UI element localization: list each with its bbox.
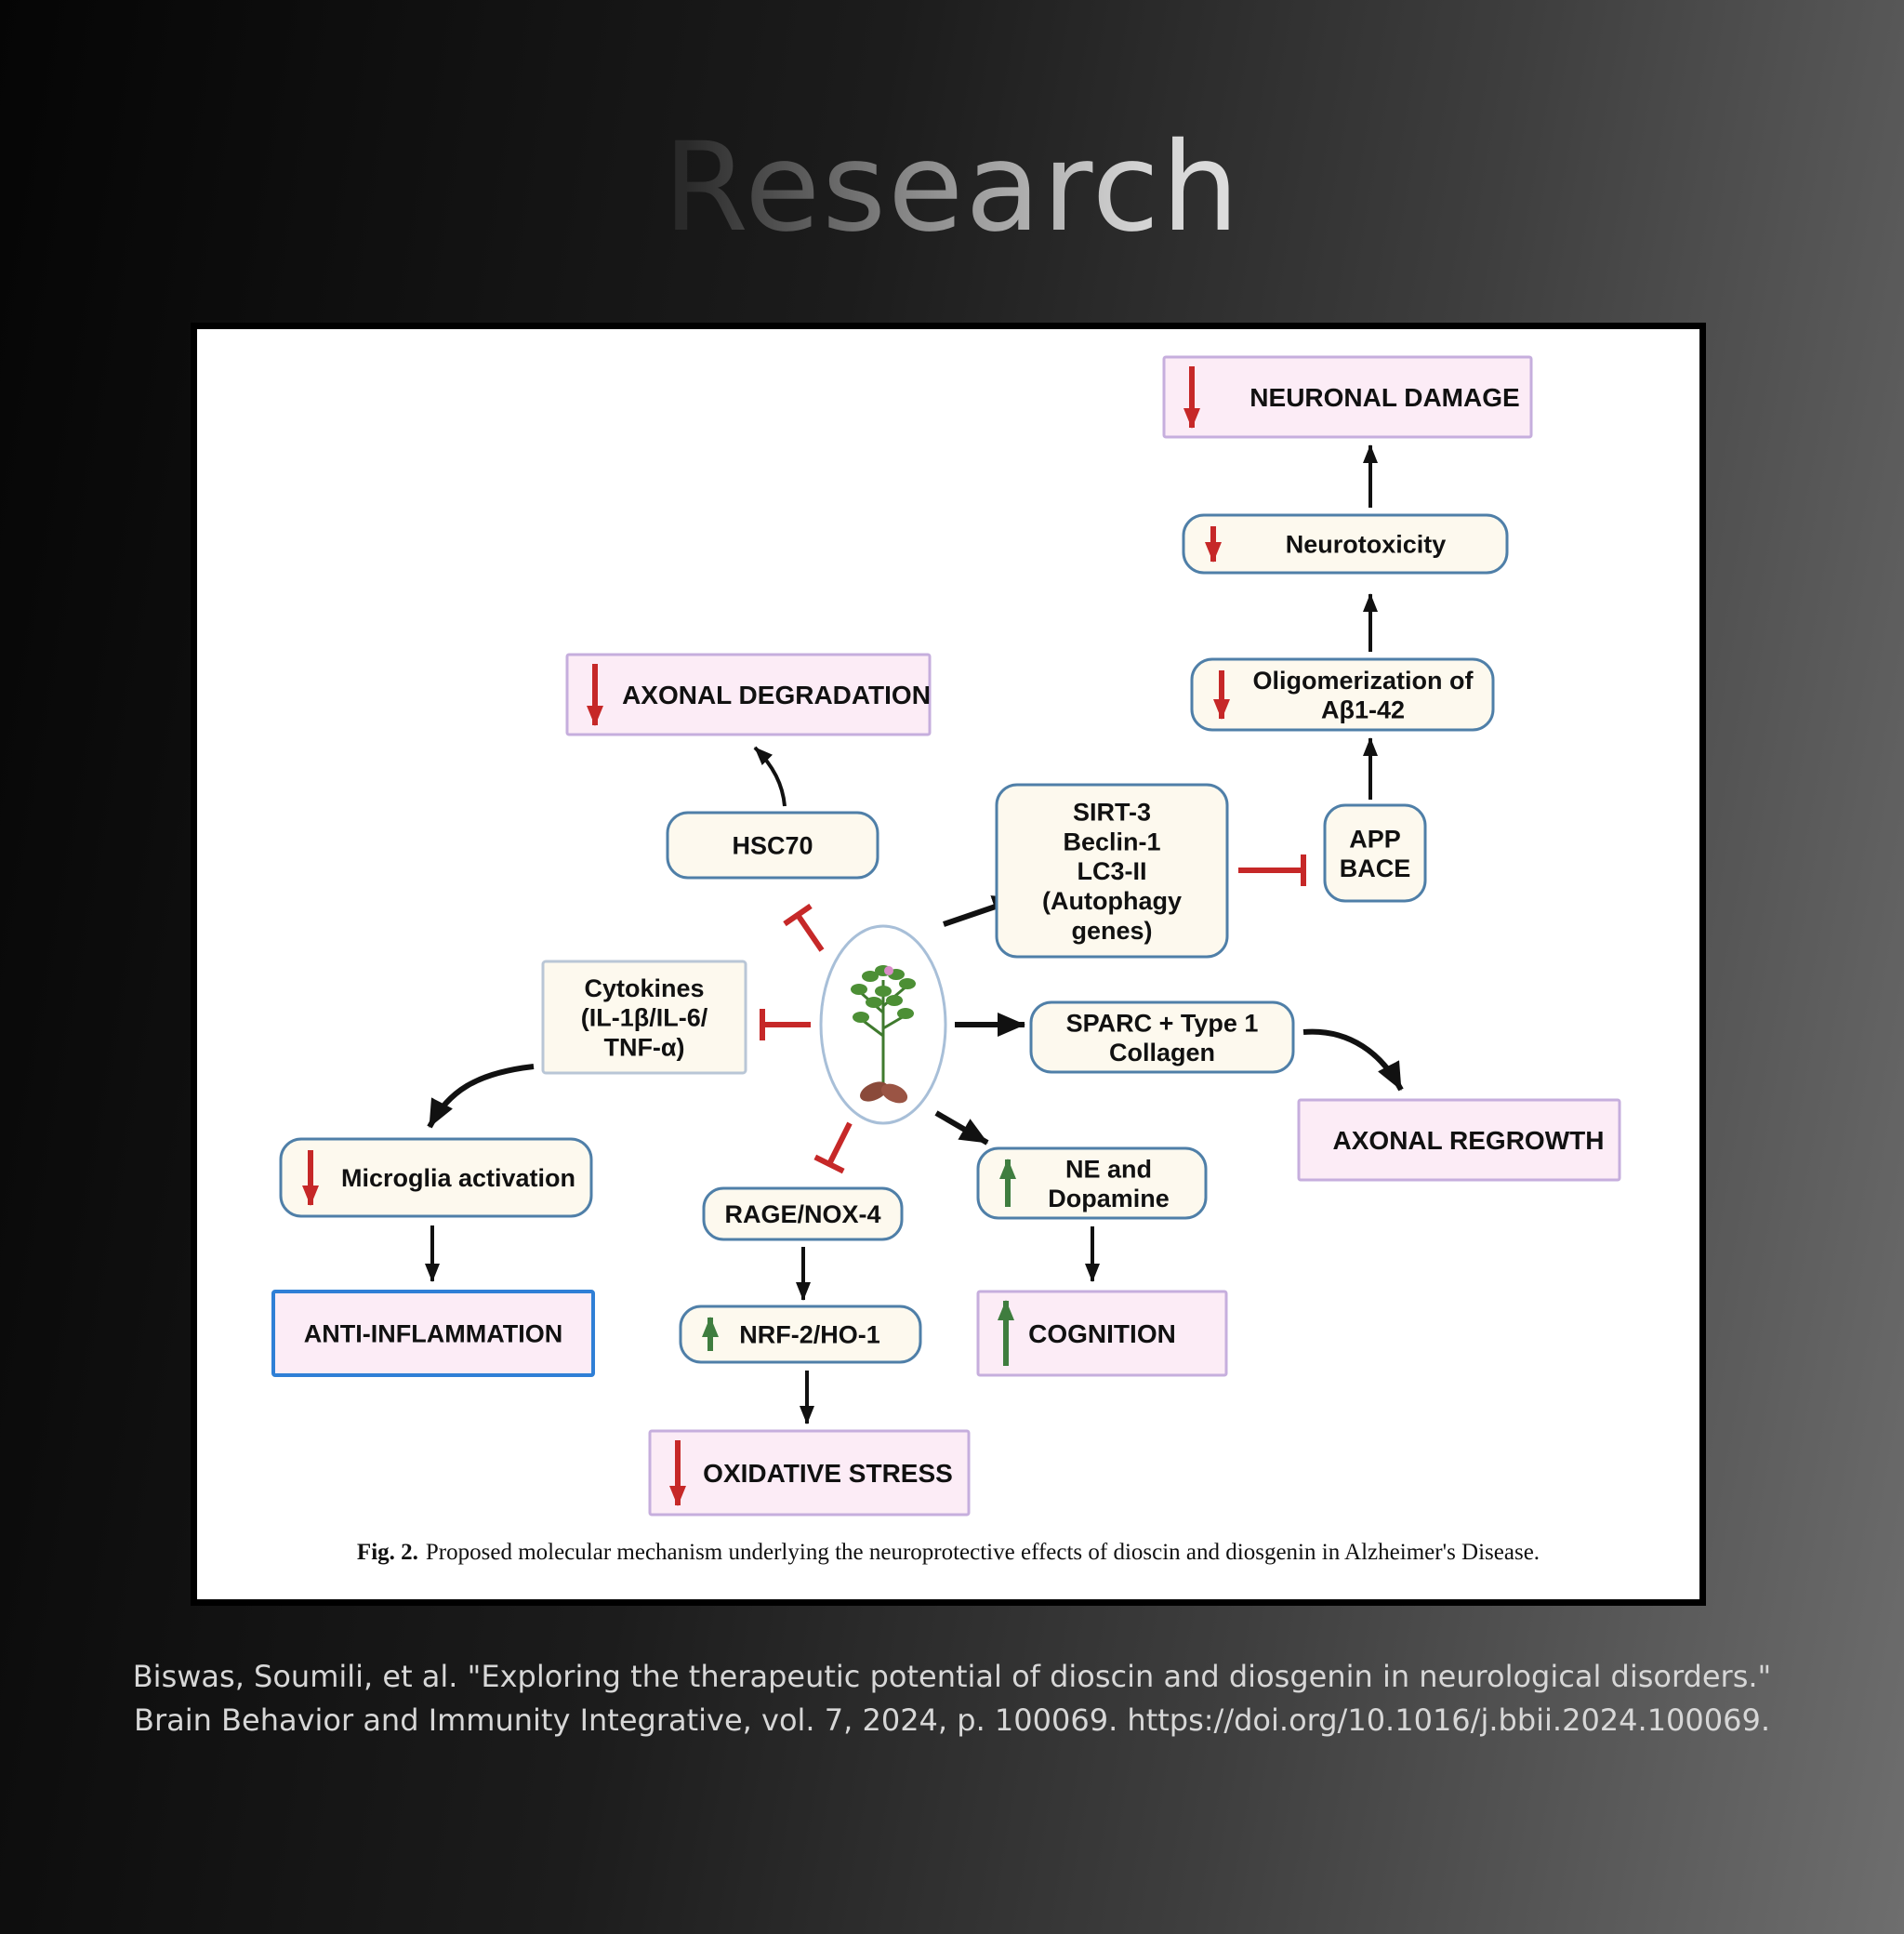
node-cognition: COGNITION [976, 1290, 1228, 1377]
inhibition-bar [783, 903, 813, 927]
node-label: NRF-2/HO-1 [739, 1321, 880, 1349]
node-label: NE and [1065, 1155, 1152, 1183]
figure-caption: Fig. 2. Proposed molecular mechanism unde… [197, 1540, 1699, 1566]
figure-caption-text: Proposed molecular mechanism underlying … [425, 1540, 1540, 1565]
node-label: Cytokines [584, 974, 704, 1002]
citation: Biswas, Soumili, et al. "Exploring the t… [132, 1659, 1772, 1738]
node-label: RAGE/NOX-4 [724, 1200, 880, 1228]
activation-arrow [427, 1064, 535, 1129]
node-label: LC3-II [1077, 857, 1146, 885]
dioscin-plant-icon [819, 924, 947, 1125]
node-label: NEURONAL DAMAGE [1250, 383, 1519, 412]
node-hsc70: HSC70 [666, 811, 879, 880]
activation-arrow [934, 1110, 989, 1146]
node-label: COGNITION [1028, 1319, 1176, 1348]
node-label: TNF-α) [603, 1034, 684, 1062]
node-anti-inflammation: ANTI-INFLAMMATION [271, 1290, 595, 1377]
activation-arrow [753, 746, 787, 807]
node-label: (IL-1β/IL-6/ [581, 1004, 708, 1032]
node-axonal-regrowth: AXONAL REGROWTH [1297, 1098, 1621, 1182]
activation-arrow [1302, 1028, 1404, 1092]
node-label: ANTI-INFLAMMATION [304, 1320, 562, 1348]
node-label: Microglia activation [341, 1164, 575, 1192]
node-label: Oligomerization of [1252, 667, 1474, 695]
node-label: Collagen [1109, 1039, 1215, 1066]
inhibition-line [795, 913, 825, 952]
node-label: SIRT-3 [1073, 799, 1151, 827]
node-nrf2: NRF-2/HO-1 [679, 1305, 922, 1364]
node-axonal-degradation: AXONAL DEGRADATION [565, 653, 932, 736]
node-label: SPARC + Type 1 [1066, 1009, 1259, 1037]
node-label: OXIDATIVE STRESS [703, 1459, 953, 1488]
node-neuronal-damage: NEURONAL DAMAGE [1162, 355, 1533, 439]
node-label: Neurotoxicity [1286, 531, 1447, 559]
node-label: Dopamine [1048, 1185, 1170, 1212]
page-title: Research [0, 120, 1904, 256]
node-label: APP [1349, 825, 1401, 853]
node-cytokines: Cytokines(IL-1β/IL-6/TNF-α) [541, 960, 747, 1075]
inhibition-line [826, 1121, 853, 1166]
node-neurotoxicity: Neurotoxicity [1182, 513, 1509, 575]
node-label: HSC70 [732, 832, 813, 860]
node-label: AXONAL DEGRADATION [622, 681, 931, 709]
node-label: Aβ1-42 [1321, 696, 1405, 724]
node-label: (Autophagy [1042, 887, 1182, 915]
figure-caption-label: Fig. 2. [356, 1540, 418, 1565]
node-label: AXONAL REGROWTH [1333, 1126, 1605, 1155]
node-rage: RAGE/NOX-4 [702, 1186, 904, 1241]
node-microglia: Microglia activation [279, 1137, 593, 1218]
mechanism-diagram: NEURONAL DAMAGE NeurotoxicityOligomerizat… [271, 355, 1621, 1517]
inhibition-bar [813, 1154, 845, 1174]
node-label: BACE [1340, 854, 1411, 882]
node-label: genes) [1071, 917, 1152, 945]
node-oxidative-stress: OXIDATIVE STRESS [648, 1429, 971, 1517]
node-label: Beclin-1 [1063, 828, 1160, 855]
